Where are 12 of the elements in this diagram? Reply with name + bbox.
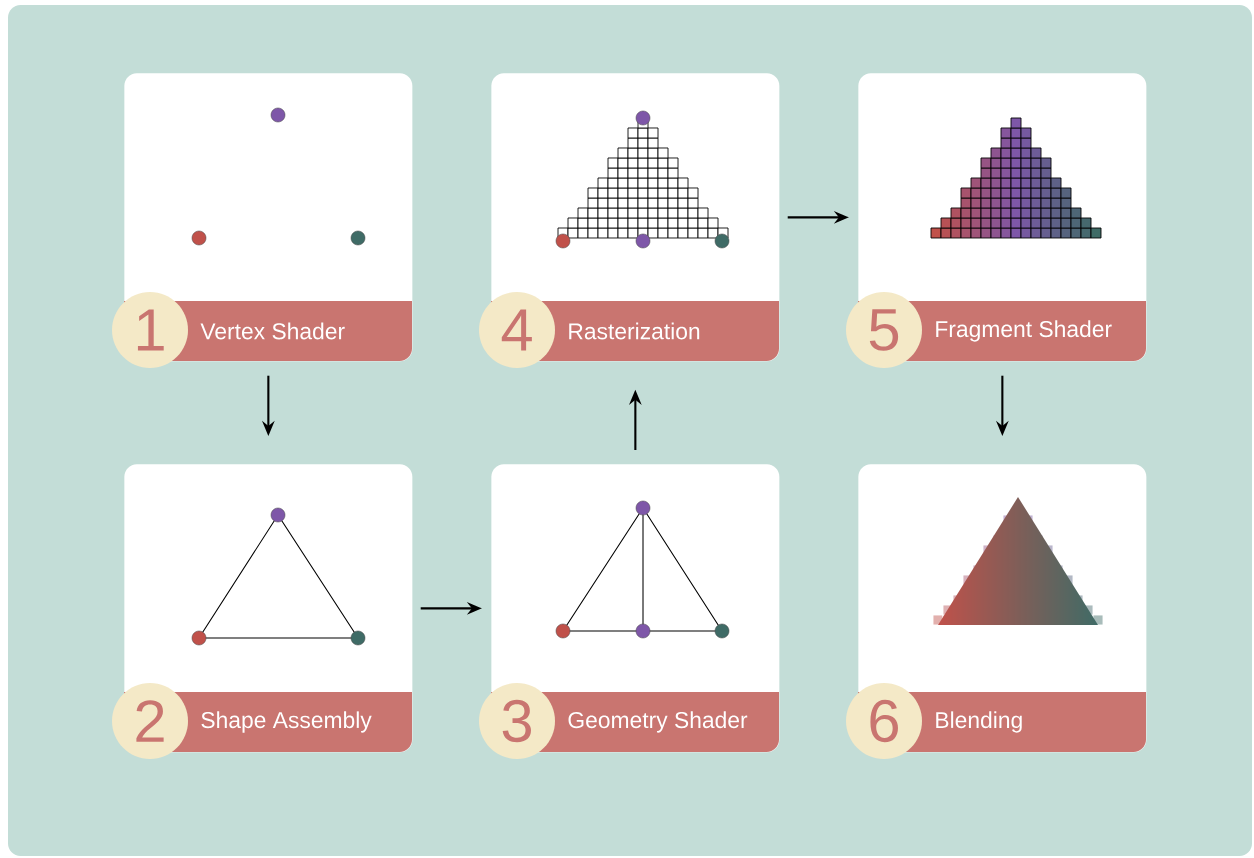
number-badge: 1 [112,292,188,368]
number-badge: 3 [479,683,555,759]
number-badge: 2 [112,683,188,759]
number-badge: 4 [479,292,555,368]
stage-label: Blending [936,711,1022,733]
stage-label: Geometry Shader [568,711,748,733]
stage-label: Rasterization [569,322,700,340]
number-badge: 6 [846,683,922,759]
number-badge: 5 [846,292,922,368]
stage-label: Vertex Shader [200,322,345,340]
stage-label: Shape Assembly [201,711,372,733]
stage-label: Fragment Shader [936,320,1112,342]
